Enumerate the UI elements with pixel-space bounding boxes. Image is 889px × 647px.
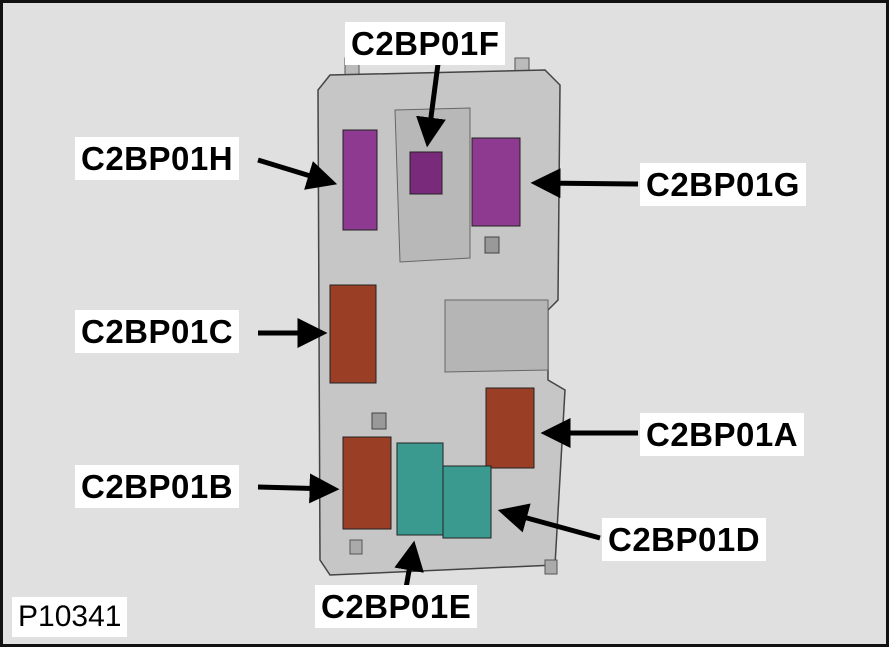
arrow-C2BP01H xyxy=(257,157,338,190)
arrow-C2BP01B xyxy=(257,473,340,504)
connector-C2BP01E xyxy=(396,442,444,536)
label-C2BP01A: C2BP01A xyxy=(640,413,805,456)
connector-C2BP01H xyxy=(342,129,378,231)
label-C2BP01G: C2BP01G xyxy=(640,163,806,206)
connector-C2BP01G xyxy=(471,137,521,227)
figure-id: P10341 xyxy=(12,597,128,637)
arrow-C2BP01E xyxy=(394,540,424,589)
label-C2BP01C: C2BP01C xyxy=(75,310,240,353)
callout-arrows xyxy=(257,63,639,589)
arrow-C2BP01G xyxy=(530,168,639,199)
arrow-C2BP01F xyxy=(416,63,446,148)
connector-C2BP01A xyxy=(485,387,535,469)
label-C2BP01H: C2BP01H xyxy=(75,137,240,180)
label-C2BP01D: C2BP01D xyxy=(602,518,767,561)
label-C2BP01E: C2BP01E xyxy=(315,585,478,628)
connector-C2BP01D xyxy=(442,465,492,539)
connector-C2BP01F xyxy=(409,151,443,195)
arrow-C2BP01D xyxy=(497,503,601,541)
label-C2BP01B: C2BP01B xyxy=(75,465,240,508)
label-C2BP01F: C2BP01F xyxy=(345,22,506,65)
connector-C2BP01B xyxy=(342,436,392,530)
connector-C2BP01C xyxy=(329,284,377,384)
